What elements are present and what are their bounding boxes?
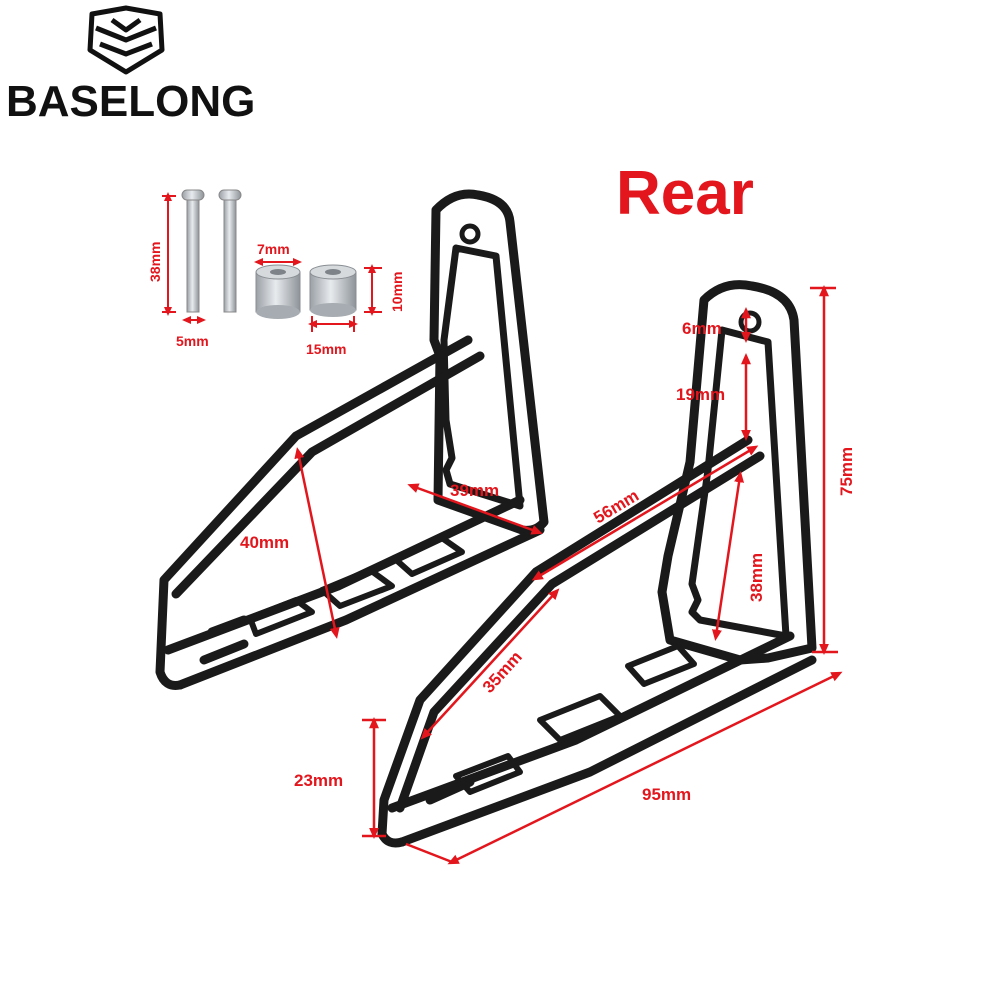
- right-bracket-dimensions: [362, 285, 843, 865]
- left-bracket-dimensions: [294, 447, 543, 639]
- tip-height-label: 23mm: [294, 771, 343, 790]
- rear-heading: Rear: [616, 159, 754, 228]
- bolt-length-label: 38mm: [147, 242, 163, 282]
- shield-icon: [87, 5, 165, 75]
- spacer-short: [255, 264, 301, 319]
- left-cross-width-label: 40mm: [240, 533, 289, 552]
- bolt: [218, 189, 242, 313]
- spacer-outer-label: 15mm: [306, 341, 346, 357]
- bolt: [181, 189, 205, 313]
- bolt-diameter-label: 5mm: [176, 333, 209, 349]
- spacer-height-label: 7mm: [257, 241, 290, 257]
- left-mount-width-label: 39mm: [450, 481, 499, 500]
- hole-to-pivot-label: 19mm: [676, 385, 725, 404]
- total-height-label: 75mm: [837, 447, 856, 496]
- brand-logo: BASELONG: [6, 5, 255, 126]
- spacer-tall: [309, 264, 357, 317]
- hole-label: 6mm: [682, 319, 722, 338]
- lower-height-label: 38mm: [747, 553, 766, 602]
- total-length-label: 95mm: [642, 785, 691, 804]
- brand-name: BASELONG: [6, 77, 255, 126]
- hardware-set: 38mm 5mm 7mm 10mm 15mm: [147, 189, 405, 357]
- spacer-tall-label: 10mm: [389, 272, 405, 312]
- hardware-dimensions: [162, 192, 382, 332]
